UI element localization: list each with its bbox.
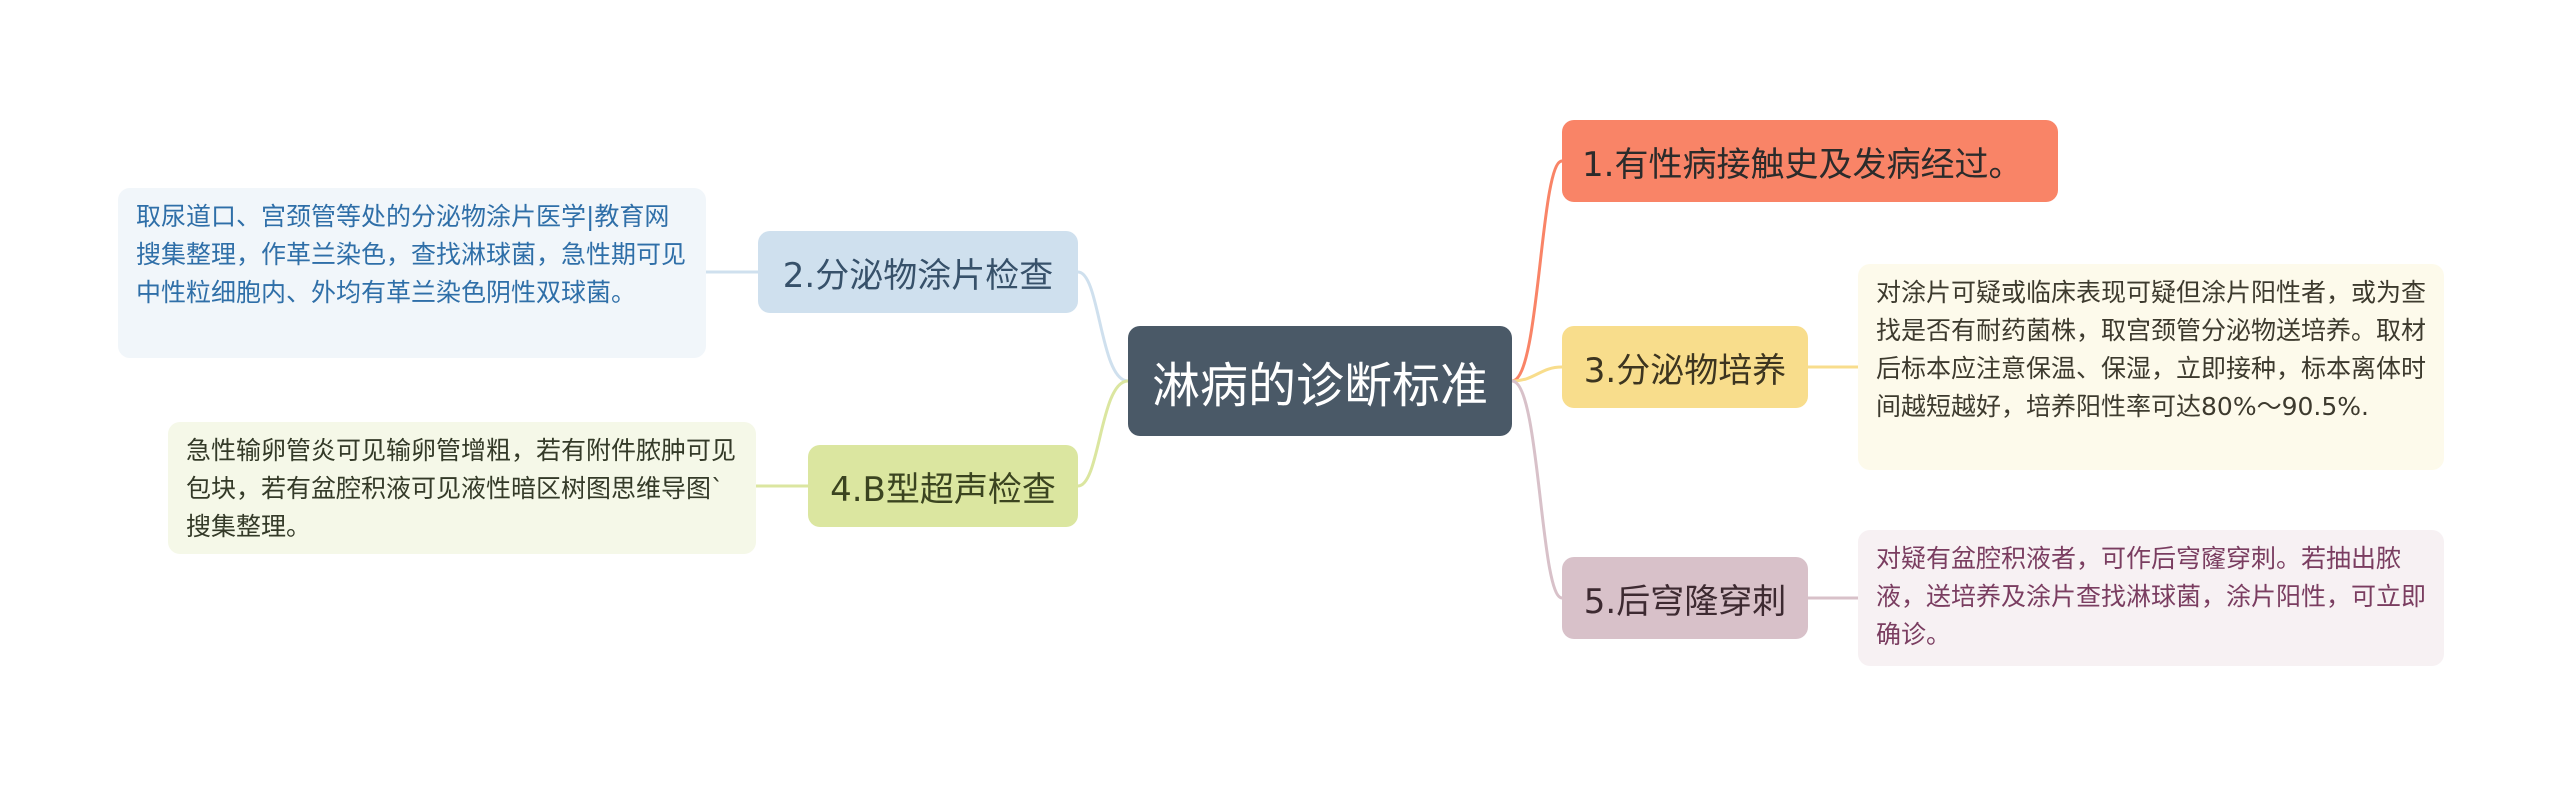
branch-label: 4.B型超声检查 [830,469,1056,510]
note-smear-exam: 取尿道口、宫颈管等处的分泌物涂片医学|教育网搜集整理，作革兰染色，查找淋球菌，急… [118,188,706,358]
link-root-branch5 [1511,379,1563,600]
note-ultrasound: 急性输卵管炎可见输卵管增粗，若有附件脓肿可见包块，若有盆腔积液可见液性暗区树图思… [168,422,756,554]
branch-smear-exam[interactable]: 2.分泌物涂片检查 [758,231,1078,313]
link-root-branch3 [1511,365,1563,383]
branch-label: 5.后穹隆穿刺 [1583,581,1787,622]
branch-contact-history[interactable]: 1.有性病接触史及发病经过。 [1562,120,2058,202]
branch-culture[interactable]: 3.分泌物培养 [1562,326,1808,408]
root-node[interactable]: 淋病的诊断标准 [1128,326,1512,436]
note-culture: 对涂片可疑或临床表现可疑但涂片阳性者，或为查找是否有耐药菌株，取宫颈管分泌物送培… [1858,264,2444,470]
root-title: 淋病的诊断标准 [1151,358,1488,414]
branch-label: 3.分泌物培养 [1583,350,1787,391]
branch-label: 2.分泌物涂片检查 [782,255,1054,296]
branch-label: 1.有性病接触史及发病经过。 [1582,144,2023,185]
link-root-branch2 [1077,270,1129,383]
note-culdocentesis: 对疑有盆腔积液者，可作后穹窿穿刺。若抽出脓液，送培养及涂片查找淋球菌，涂片阳性，… [1858,530,2444,666]
branch-ultrasound[interactable]: 4.B型超声检查 [808,445,1078,527]
branch-culdocentesis[interactable]: 5.后穹隆穿刺 [1562,557,1808,639]
link-root-branch4 [1077,379,1129,488]
link-root-branch1 [1511,159,1563,383]
